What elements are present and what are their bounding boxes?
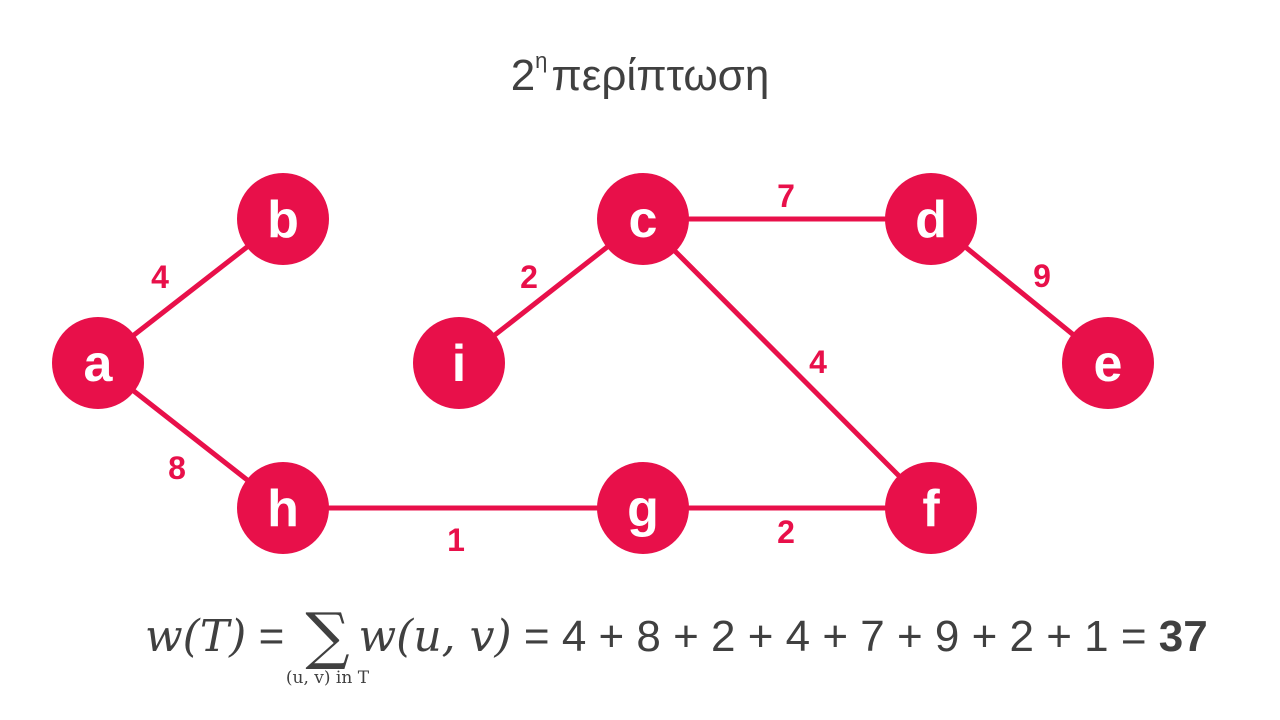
node-label-e: e: [1094, 335, 1123, 393]
edge-weight-d-e: 9: [1033, 258, 1051, 294]
node-circle-c: [597, 173, 689, 265]
node-label-d: d: [915, 191, 947, 249]
node-a: a: [52, 317, 144, 409]
node-b: b: [237, 173, 329, 265]
node-label-g: g: [627, 480, 659, 538]
edges-layer: [96, 216, 1110, 511]
node-label-i: i: [452, 335, 466, 393]
edge-c-f: [641, 217, 933, 510]
formula-equals: =: [246, 612, 297, 661]
node-f: f: [885, 462, 977, 554]
node-label-a: a: [84, 335, 114, 393]
node-e: e: [1062, 317, 1154, 409]
node-c: c: [597, 173, 689, 265]
edge-weight-g-f: 2: [777, 514, 795, 550]
title-text: περίπτωση: [551, 51, 770, 100]
node-label-b: b: [267, 191, 299, 249]
node-i: i: [413, 317, 505, 409]
edge-labels-layer: 4 8 2 7 9 4 1 2: [151, 178, 1051, 558]
formula-lhs: w(T): [145, 611, 247, 662]
edge-weight-c-f: 4: [809, 344, 827, 380]
edge-weight-c-d: 7: [777, 178, 795, 214]
node-circle-g: [597, 462, 689, 554]
sigma-symbol: ∑: [305, 599, 350, 672]
node-circle-d: [885, 173, 977, 265]
node-circle-i: [413, 317, 505, 409]
edge-weight-a-b: 4: [151, 259, 169, 295]
edge-weight-i-c: 2: [520, 259, 538, 295]
nodes-layer: a b c d e f g h i: [52, 173, 1154, 554]
node-label-h: h: [267, 480, 299, 538]
node-d: d: [885, 173, 977, 265]
title-superscript: η: [535, 48, 548, 73]
node-g: g: [597, 462, 689, 554]
edge-weight-a-h: 8: [168, 450, 186, 486]
node-circle-h: [237, 462, 329, 554]
node-circle-a: [52, 317, 144, 409]
node-label-f: f: [922, 480, 940, 538]
node-h: h: [237, 462, 329, 554]
edge-weight-h-g: 1: [447, 522, 465, 558]
formula-sum: = 4 + 8 + 2 + 4 + 7 + 9 + 2 + 1 =: [511, 612, 1159, 661]
graph-diagram: 4 8 2 7 9 4 1 2 a b c d e f g h i: [52, 173, 1154, 558]
formula-total: 37: [1158, 612, 1208, 661]
node-circle-b: [237, 173, 329, 265]
node-circle-f: [885, 462, 977, 554]
node-circle-e: [1062, 317, 1154, 409]
page-title: 2ηπερίπτωση: [0, 48, 1280, 101]
title-number: 2: [510, 51, 536, 100]
summation-subscript: (u, v) in T: [285, 668, 370, 688]
formula-term: w(u, v): [358, 611, 512, 662]
node-label-c: c: [629, 191, 658, 249]
summation: ∑(u, v) in T: [286, 605, 369, 689]
